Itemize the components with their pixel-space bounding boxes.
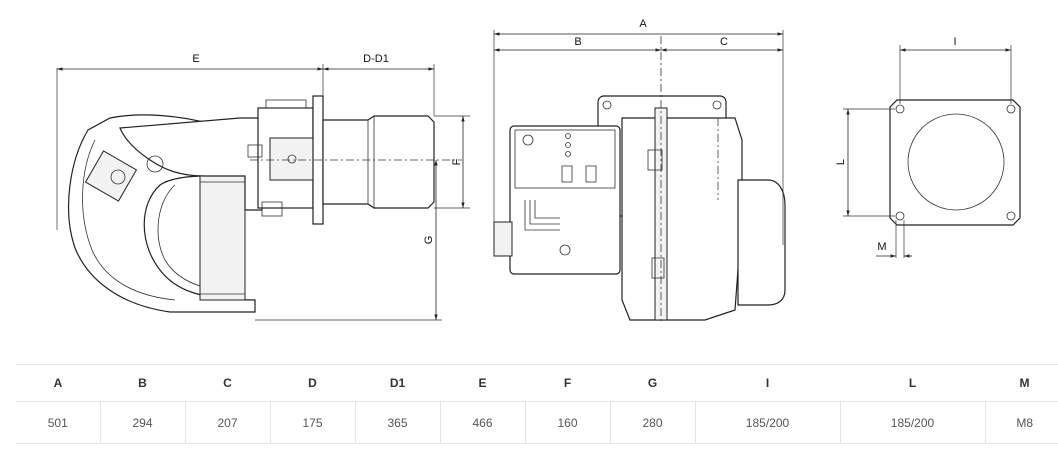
value-M: M8 xyxy=(984,401,1058,444)
dim-label-G: G xyxy=(423,236,435,245)
header-D1: D1 xyxy=(355,364,440,402)
dim-label-E: E xyxy=(192,53,199,65)
header-G: G xyxy=(610,364,695,402)
dim-label-L: L xyxy=(835,159,847,165)
dim-label-C: C xyxy=(720,36,728,48)
dimensions-table: A B C D D1 E F G I L M 501 294 207 175 3… xyxy=(16,364,1058,444)
value-F: 160 xyxy=(524,401,610,444)
header-D: D xyxy=(270,364,355,402)
value-D1: 365 xyxy=(354,401,440,444)
flange-view: I L M xyxy=(835,36,1021,258)
value-C: 207 xyxy=(184,401,270,444)
value-B: 294 xyxy=(99,401,185,444)
value-D: 175 xyxy=(269,401,355,444)
dim-label-B: B xyxy=(574,36,581,48)
header-I: I xyxy=(695,364,840,402)
header-M: M xyxy=(985,364,1058,402)
value-L: 185/200 xyxy=(839,401,985,444)
header-A: A xyxy=(16,364,100,402)
header-C: C xyxy=(185,364,270,402)
table-header-row: A B C D D1 E F G I L M xyxy=(16,364,1058,402)
burner-technical-drawing: E D-D1 F G xyxy=(56,18,1021,322)
table-row: 501 294 207 175 365 466 160 280 185/200 … xyxy=(16,401,1058,444)
value-A: 501 xyxy=(16,401,100,444)
header-F: F xyxy=(525,364,610,402)
front-view: A B C xyxy=(493,18,786,322)
value-G: 280 xyxy=(609,401,695,444)
header-E: E xyxy=(440,364,525,402)
dim-label-D-D1: D-D1 xyxy=(363,53,389,65)
dim-label-M: M xyxy=(877,241,886,253)
value-E: 466 xyxy=(439,401,525,444)
header-B: B xyxy=(100,364,185,402)
dim-label-F: F xyxy=(451,158,463,165)
dim-label-I: I xyxy=(953,36,956,48)
side-view: E D-D1 F G xyxy=(56,53,470,321)
value-I: 185/200 xyxy=(694,401,840,444)
dim-label-A: A xyxy=(639,18,647,30)
header-L: L xyxy=(840,364,985,402)
